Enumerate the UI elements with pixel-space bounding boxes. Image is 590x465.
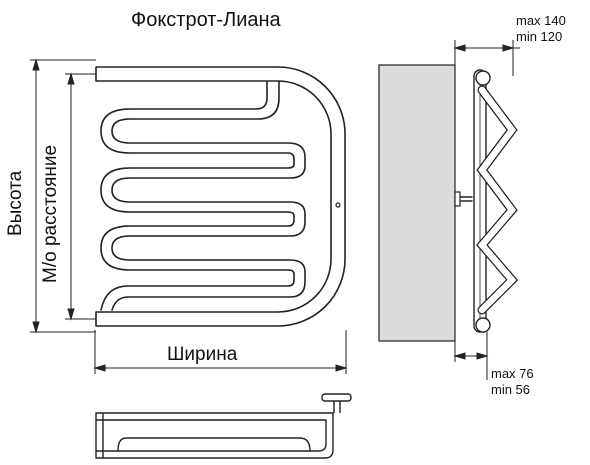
wavy-tube-inner <box>100 81 295 311</box>
distance-min-label: min 120 <box>516 29 563 44</box>
bottom-dimension <box>453 332 489 380</box>
width-dimension <box>93 330 348 374</box>
front-view <box>95 66 346 327</box>
frame-tube-outer <box>95 66 346 327</box>
side-view <box>378 64 519 342</box>
center-distance-label: М/о расстояние <box>40 144 61 283</box>
frame-dot <box>335 202 341 208</box>
wavy-tube-outer <box>111 81 306 311</box>
bottom-view <box>95 393 352 459</box>
bottom-min-label: min 56 <box>491 382 531 397</box>
width-label: Ширина <box>167 344 238 365</box>
height-label: Высота <box>5 170 26 236</box>
wall <box>378 64 456 342</box>
center-distance-dimension <box>65 72 96 321</box>
bottom-max-label: max 76 <box>491 366 534 381</box>
height-dimension <box>30 58 96 334</box>
distance-max-label: max 140 <box>516 13 566 28</box>
product-title: Фокстрот-Лиана <box>131 9 281 31</box>
distance-dimension <box>453 40 520 76</box>
